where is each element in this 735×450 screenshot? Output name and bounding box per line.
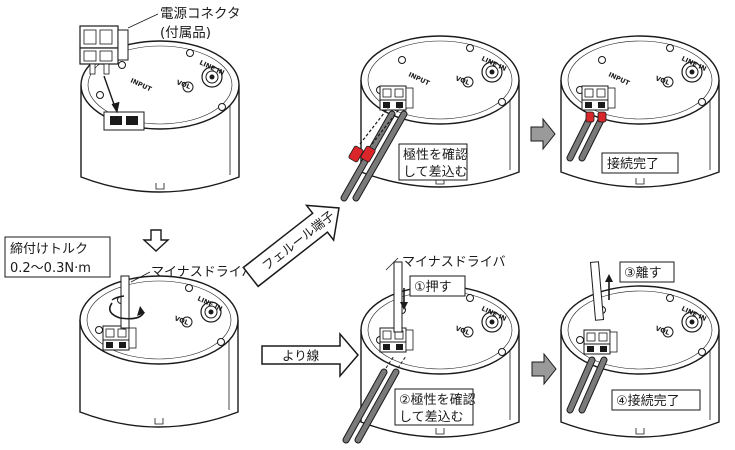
stranded-arrow-label: より線 (282, 348, 320, 363)
connection-done-box (601, 152, 679, 174)
step3-label: ③離す (624, 266, 662, 281)
connector-installed-4 (581, 85, 616, 111)
step3-box (619, 261, 675, 283)
screwdriver-6 (589, 261, 605, 321)
connector-label: 電源コネクタ (160, 6, 240, 22)
torque-label: 締付けトルク (10, 241, 88, 257)
step4-label: ④接続完了 (616, 393, 680, 409)
step-arrow-bottom (531, 352, 557, 386)
speaker-base-2 (79, 275, 239, 428)
step1-box (409, 275, 466, 297)
speaker-base-6 (560, 285, 720, 438)
down-arrow (142, 229, 170, 252)
connector-installed-3 (379, 85, 414, 111)
step-arrow-top (530, 117, 556, 151)
connector-socket (103, 111, 145, 131)
connector-installed-6 (583, 329, 618, 355)
rotation-arrow (109, 302, 145, 320)
stranded-wires-5 (342, 355, 407, 444)
check-polarity-label-2: して差込む (403, 165, 468, 180)
ferrule-arrow-label: フェルール端子 (259, 208, 337, 274)
connector-sublabel: (付属品) (160, 25, 211, 41)
step2-box (394, 388, 474, 426)
step2-label: ②極性を確認 (399, 392, 476, 408)
check-polarity-label: 極性を確認 (403, 147, 468, 163)
connector-leader-line (127, 13, 159, 29)
ferrule-wires-4 (566, 111, 607, 162)
step2-label-2: して差込む (399, 410, 464, 425)
screwdriver-5 (393, 261, 403, 333)
power-connector (79, 25, 129, 75)
check-polarity-box (398, 143, 468, 181)
connector-installed-2 (102, 325, 137, 351)
screwdriver-2 (120, 275, 130, 329)
torque-box (4, 236, 111, 278)
stranded-wires-6 (566, 356, 608, 414)
torque-value: 0.2～0.3N·m (10, 261, 91, 276)
driver-label-bottom-right: マイナスドライバ (402, 255, 505, 270)
driver-leader-2 (130, 271, 151, 283)
step1-label: ①押す (414, 280, 452, 295)
stranded-arrow: より線 (261, 331, 359, 379)
step4-box (611, 389, 701, 411)
connection-done-label: 接続完了 (607, 156, 659, 172)
ferrule-wires-3 (340, 107, 408, 202)
driver-label-bottom-left: マイナスドライバ (151, 265, 254, 280)
ferrule-arrow: フェルール端子 (242, 204, 340, 288)
driver-leader-5 (385, 257, 399, 271)
